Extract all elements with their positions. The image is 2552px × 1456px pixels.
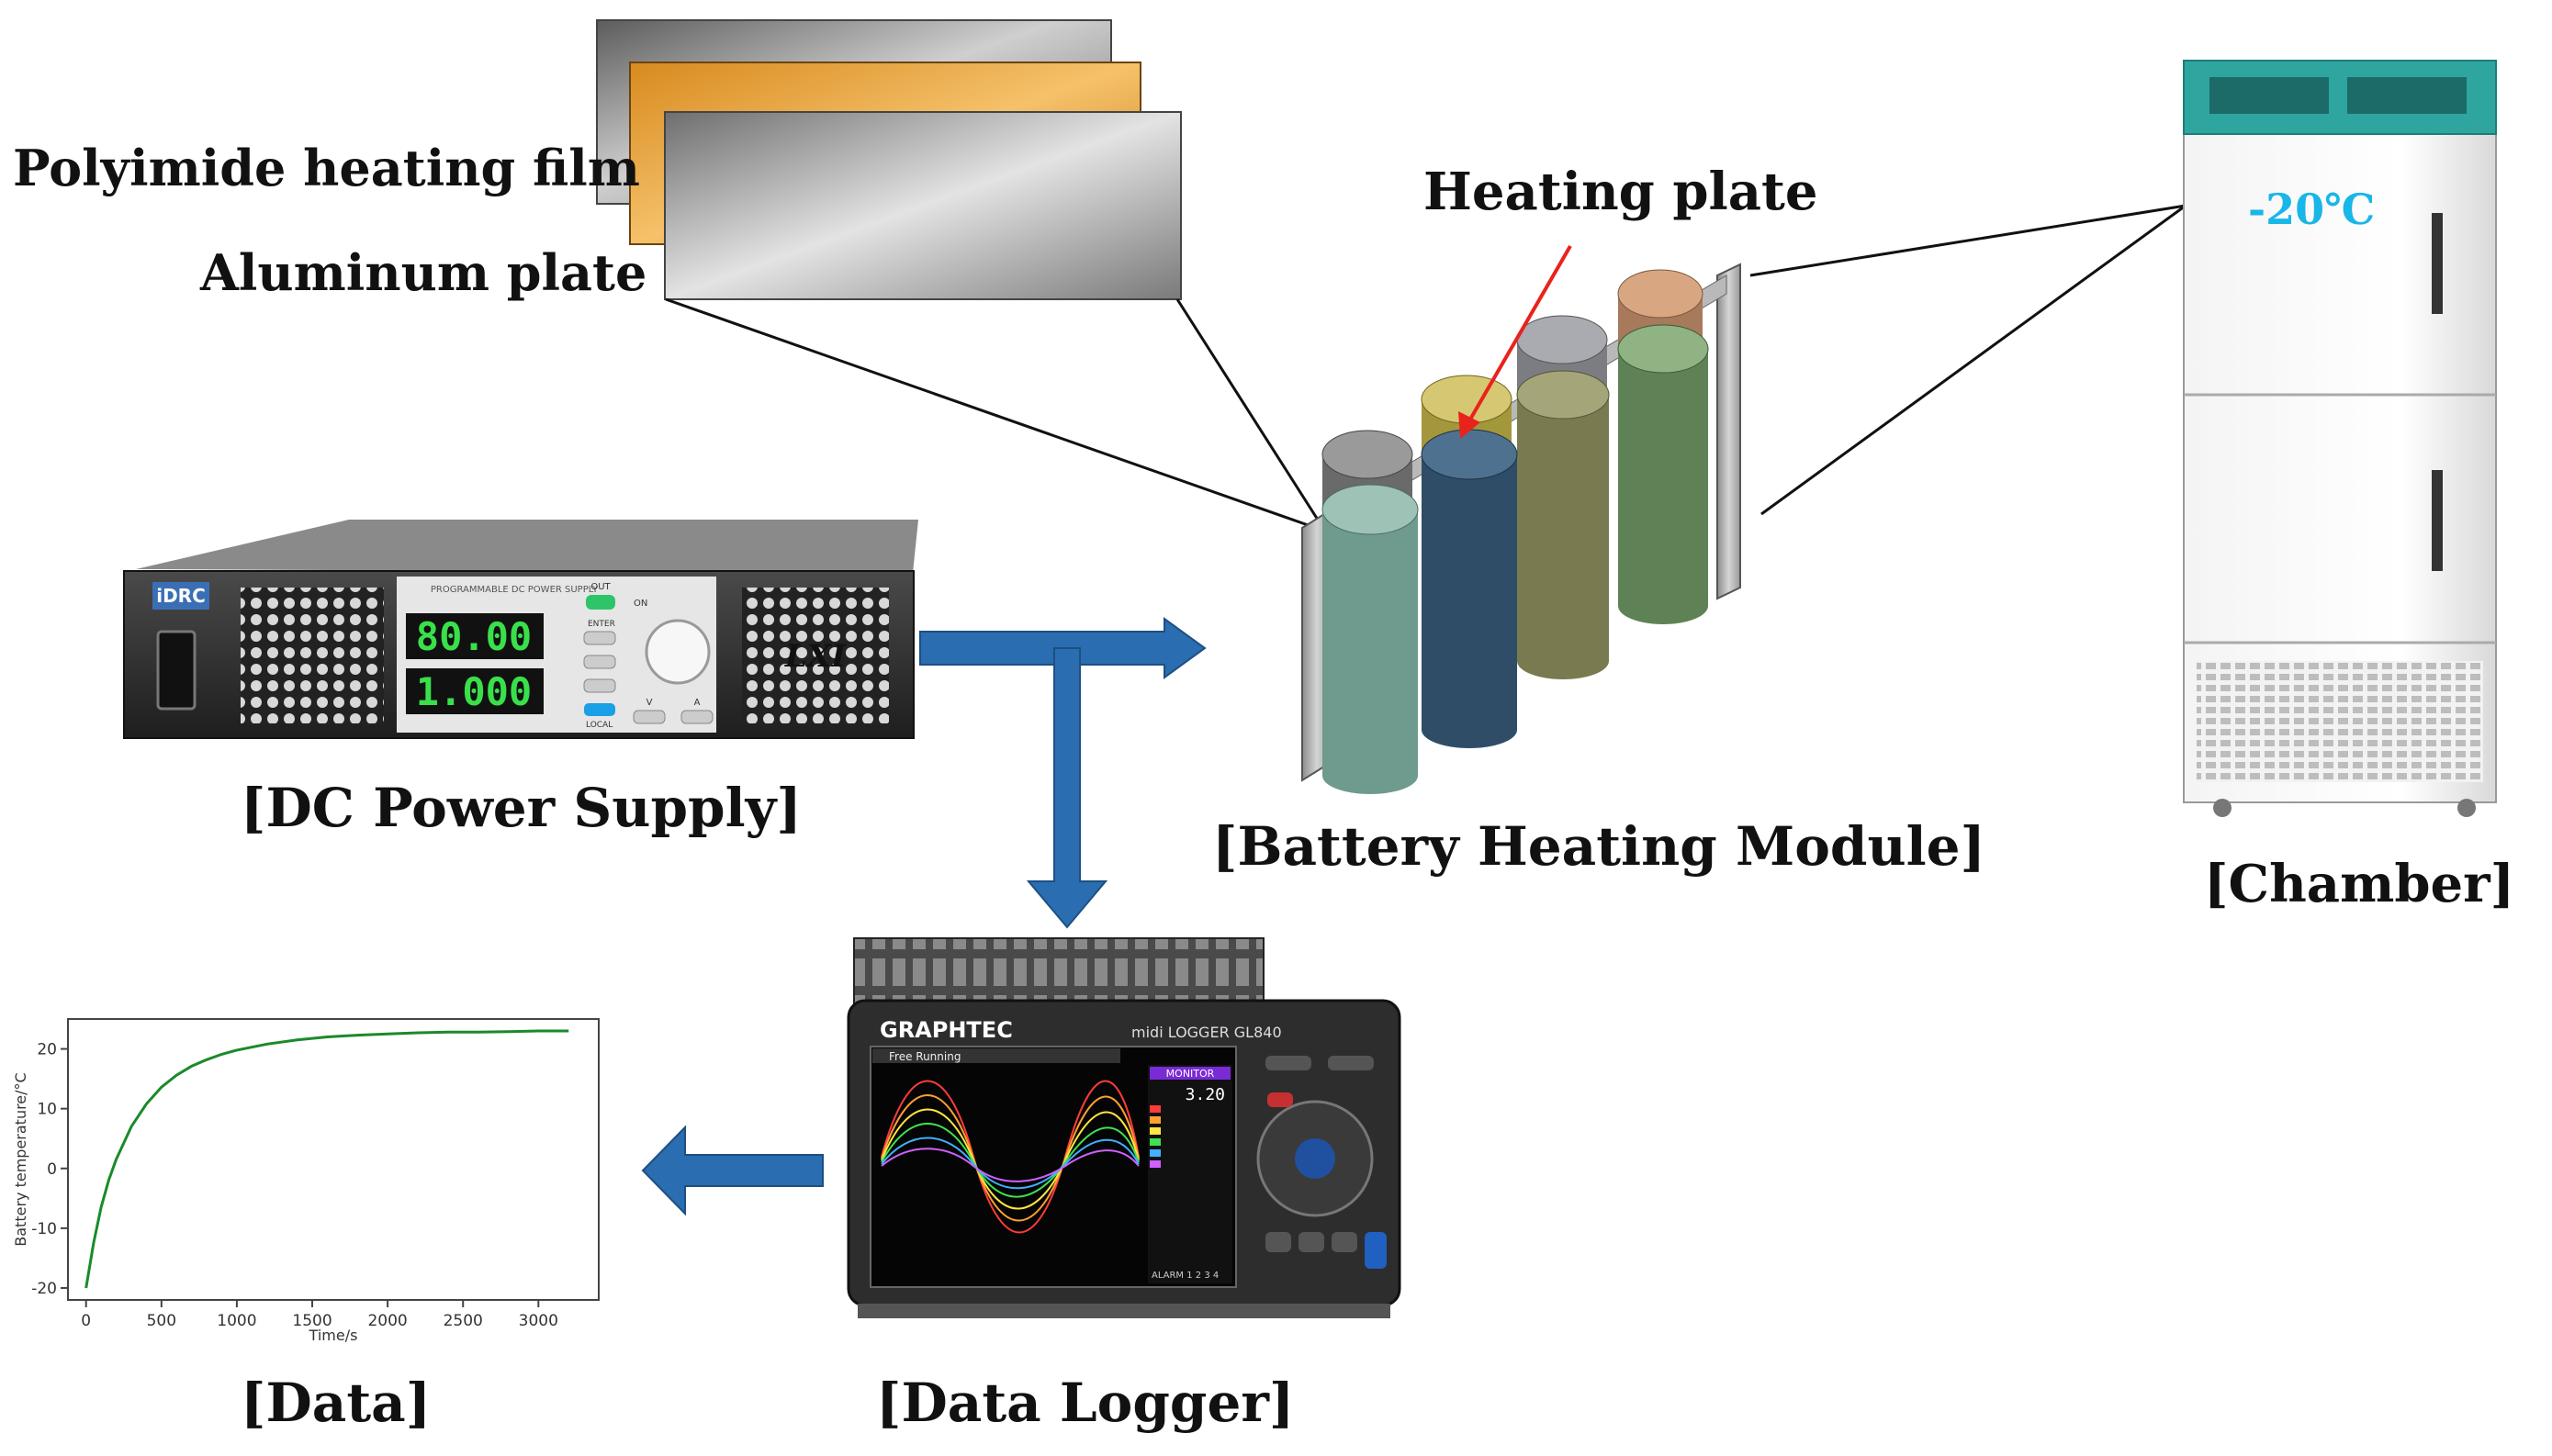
x-tick-label: 2000 bbox=[367, 1312, 407, 1330]
logger-button[interactable] bbox=[1332, 1232, 1357, 1252]
chamber-temperature: -20℃ bbox=[2248, 185, 2375, 234]
local-label: LOCAL bbox=[586, 721, 613, 730]
label-data-logger: [Data Logger] bbox=[876, 1372, 1294, 1434]
y-tick-label: 0 bbox=[47, 1160, 57, 1179]
voltage-readout: 80.00 bbox=[416, 614, 532, 659]
logger-alarm: ALARM 1 2 3 4 bbox=[1152, 1271, 1219, 1281]
label-polyimide-film: Polyimide heating film bbox=[13, 139, 640, 197]
x-tick-label: 2500 bbox=[444, 1312, 483, 1330]
logger-brand: GRAPHTEC bbox=[880, 1017, 1013, 1043]
x-tick-label: 0 bbox=[81, 1312, 91, 1330]
x-tick-label: 1500 bbox=[292, 1312, 332, 1330]
battery-cell bbox=[1321, 484, 1419, 794]
heating-plate-rear bbox=[1716, 263, 1741, 600]
dc-power-supply: iDRC PROGRAMMABLE DC POWER SUPPLY 80.00 … bbox=[123, 520, 918, 739]
label-dc-power-supply: [DC Power Supply] bbox=[241, 777, 802, 839]
x-tick-label: 1000 bbox=[217, 1312, 256, 1330]
logger-button[interactable] bbox=[1328, 1056, 1374, 1070]
battery-cell bbox=[1617, 324, 1709, 624]
connector-line bbox=[1175, 298, 1324, 528]
arrow-to-logger bbox=[1026, 647, 1108, 929]
logger-enter-button[interactable] bbox=[1295, 1138, 1335, 1179]
local-button[interactable] bbox=[584, 703, 615, 716]
a-button[interactable] bbox=[680, 710, 714, 724]
adjust-knob[interactable] bbox=[645, 619, 711, 685]
logger-button[interactable] bbox=[1265, 1232, 1291, 1252]
logger-monitor-label: MONITOR bbox=[1166, 1068, 1215, 1080]
logger-readout: 3.20 bbox=[1186, 1085, 1225, 1104]
v-button[interactable] bbox=[633, 710, 666, 724]
out-button[interactable] bbox=[586, 595, 615, 610]
power-supply-brand: iDRC bbox=[156, 585, 206, 607]
lxi-badge: LXI bbox=[784, 638, 847, 675]
battery-cell bbox=[1421, 429, 1518, 748]
temperature-chart: Time/s Battery temperature/°C 0 500 1000 15… bbox=[12, 1018, 600, 1344]
enter-label: ENTER bbox=[588, 620, 615, 629]
chamber-vent bbox=[2197, 661, 2483, 782]
heating-plate-pointer bbox=[1466, 245, 1572, 425]
current-readout: 1.000 bbox=[416, 669, 532, 714]
y-tick-label: -10 bbox=[31, 1220, 57, 1238]
panel-button[interactable] bbox=[583, 631, 616, 645]
logger-button[interactable] bbox=[1365, 1232, 1387, 1269]
logger-status: Free Running bbox=[889, 1050, 961, 1063]
heating-film-stack bbox=[596, 19, 1182, 300]
door-handle bbox=[2432, 470, 2443, 571]
chart-ylabel: Battery temperature/°C bbox=[12, 1072, 29, 1246]
label-data: [Data] bbox=[241, 1372, 431, 1434]
label-aluminum-plate: Aluminum plate bbox=[199, 243, 646, 302]
aluminum-plate-sheet bbox=[664, 111, 1182, 300]
connector-line bbox=[1749, 204, 2187, 277]
label-battery-heating-module: [Battery Heating Module] bbox=[1212, 815, 1985, 878]
v-key-label: V bbox=[646, 698, 653, 708]
arrow-to-data bbox=[641, 1125, 824, 1216]
y-tick-label: -20 bbox=[31, 1280, 57, 1298]
plot-frame bbox=[67, 1018, 600, 1301]
logger-button[interactable] bbox=[1298, 1232, 1324, 1252]
panel-button[interactable] bbox=[583, 655, 616, 669]
panel-button[interactable] bbox=[583, 678, 616, 693]
label-heating-plate: Heating plate bbox=[1423, 162, 1818, 222]
temperature-series-line bbox=[84, 1029, 569, 1289]
chamber bbox=[2183, 60, 2497, 817]
power-supply-title: PROGRAMMABLE DC POWER SUPPLY bbox=[431, 585, 599, 595]
door-handle bbox=[2432, 213, 2443, 314]
y-tick-label: 20 bbox=[37, 1041, 57, 1059]
y-tick-label: 10 bbox=[37, 1101, 57, 1119]
x-tick-label: 500 bbox=[147, 1312, 176, 1330]
logger-waveforms bbox=[881, 1080, 1140, 1234]
chart-xlabel: Time/s bbox=[309, 1327, 358, 1344]
label-chamber: [Chamber] bbox=[2204, 854, 2514, 914]
data-logger: GRAPHTEC midi LOGGER GL840 Free Running … bbox=[847, 937, 1401, 1318]
out-label: OUT bbox=[590, 582, 611, 592]
pointer-arrowhead bbox=[1458, 411, 1480, 439]
on-label: ON bbox=[634, 599, 647, 609]
x-tick-label: 3000 bbox=[519, 1312, 558, 1330]
flow-arrows bbox=[641, 617, 1207, 1216]
logger-model: midi LOGGER GL840 bbox=[1131, 1024, 1282, 1041]
connector-line bbox=[665, 297, 1314, 529]
connector-line bbox=[1760, 204, 2187, 516]
battery-heating-module bbox=[1301, 263, 1741, 794]
a-key-label: A bbox=[694, 698, 701, 708]
logger-button[interactable] bbox=[1267, 1092, 1293, 1107]
power-switch[interactable] bbox=[156, 630, 197, 711]
logger-button[interactable] bbox=[1265, 1056, 1311, 1070]
battery-cell bbox=[1516, 370, 1610, 679]
